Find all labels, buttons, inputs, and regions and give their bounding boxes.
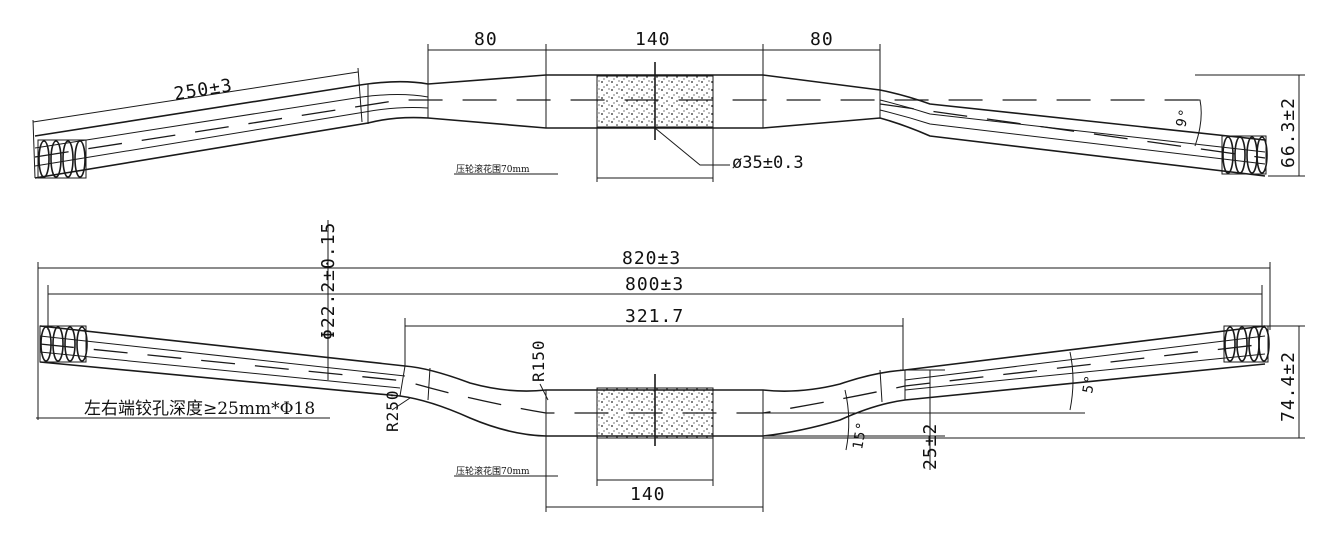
dim-top-140: 140 <box>635 29 671 50</box>
dim-top-diameter: ø35±0.3 <box>732 153 804 173</box>
front-knurl-note: 压轮滚花围70mm <box>456 465 530 477</box>
top-left-end-cap <box>37 139 87 179</box>
front-right-end-cap <box>1223 325 1270 363</box>
angle-front-5: 5° <box>1080 373 1099 394</box>
dim-top-80-right: 80 <box>810 29 834 50</box>
top-centerline <box>34 99 1210 158</box>
dim-front-r250: R250 <box>383 389 402 432</box>
dim-top-height: 66.3±2 <box>1278 97 1299 168</box>
dim-front-800: 800±3 <box>625 274 684 295</box>
front-left-end-cap <box>39 325 88 363</box>
front-view: 820±3 800±3 <box>36 220 1305 512</box>
dim-front-820: 820±3 <box>622 248 681 269</box>
dim-front-height: 74.4±2 <box>1278 351 1299 422</box>
dim-front-321: 321.7 <box>625 306 684 327</box>
dim-top-250: 250±3 <box>172 75 234 105</box>
dim-front-r150: R150 <box>529 339 548 382</box>
dim-front-diameter: Φ22.2±0.15 <box>318 222 339 340</box>
top-view: 80 140 80 250±3 66.3±2 9° ø35±0.3 压轮滚花围7… <box>32 29 1305 182</box>
dim-top-80-left: 80 <box>474 29 498 50</box>
front-end-hole-note: 左右端铰孔深度≥25mm*Φ18 <box>84 399 315 419</box>
dim-front-140: 140 <box>630 484 666 505</box>
angle-front-15: 15° <box>850 420 871 451</box>
angle-top-9: 9° <box>1173 107 1193 129</box>
dim-front-rise: 25±2 <box>920 423 941 470</box>
top-knurl-note: 压轮滚花围70mm <box>456 163 530 175</box>
top-right-end-cap <box>1221 135 1268 175</box>
